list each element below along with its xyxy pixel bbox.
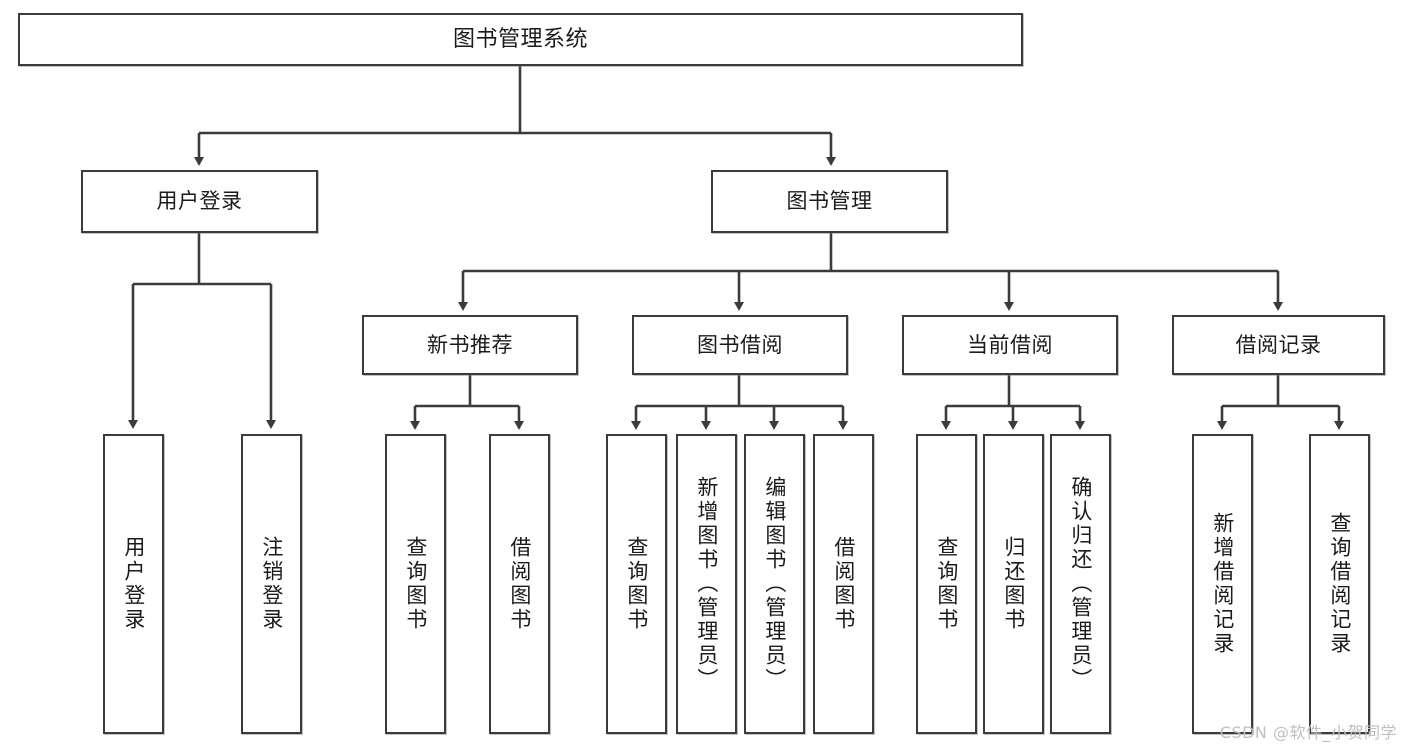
node-label: 图书管理: [786, 189, 873, 214]
node-label: 归还图书: [1001, 536, 1026, 632]
node-root-system[interactable]: 图书管理系统: [18, 13, 1023, 66]
node-label: 图书借阅: [697, 332, 783, 357]
node-label: 查询借阅记录: [1327, 512, 1352, 656]
node-label: 用户登录: [156, 189, 243, 214]
node-new-book-recommend[interactable]: 新书推荐: [362, 315, 578, 375]
leaf-current-borrow-return[interactable]: 归还图书: [983, 434, 1044, 734]
node-label: 新增图书（管理员）: [694, 476, 719, 692]
csdn-watermark: CSDN @软件_小贺同学: [1219, 723, 1397, 742]
leaf-borrow-record-query[interactable]: 查询借阅记录: [1309, 434, 1370, 734]
leaf-book-borrow-query[interactable]: 查询图书: [606, 434, 667, 734]
node-user-login[interactable]: 用户登录: [81, 170, 318, 233]
node-current-borrow[interactable]: 当前借阅: [902, 315, 1118, 375]
node-label: 借阅记录: [1235, 332, 1322, 357]
leaf-user-login-login[interactable]: 用户登录: [103, 434, 164, 734]
node-label: 新增借阅记录: [1210, 512, 1235, 656]
node-label: 用户登录: [121, 536, 146, 632]
node-label: 借阅图书: [507, 536, 532, 632]
leaf-current-borrow-query[interactable]: 查询图书: [916, 434, 977, 734]
leaf-book-borrow-edit[interactable]: 编辑图书（管理员）: [744, 434, 805, 734]
leaf-borrow-record-add[interactable]: 新增借阅记录: [1192, 434, 1253, 734]
node-borrow-record[interactable]: 借阅记录: [1172, 315, 1385, 375]
node-label: 借阅图书: [831, 536, 856, 632]
leaf-current-borrow-confirm-return[interactable]: 确认归还（管理员）: [1050, 434, 1111, 734]
node-label: 新书推荐: [427, 332, 513, 357]
node-label: 查询图书: [403, 536, 428, 632]
node-label: 注销登录: [259, 536, 284, 632]
node-label: 当前借阅: [967, 332, 1053, 357]
node-book-management[interactable]: 图书管理: [711, 170, 948, 233]
node-label: 图书管理系统: [452, 26, 588, 52]
leaf-book-borrow-add[interactable]: 新增图书（管理员）: [676, 434, 737, 734]
leaf-book-borrow-borrow[interactable]: 借阅图书: [813, 434, 874, 734]
leaf-new-book-borrow[interactable]: 借阅图书: [489, 434, 550, 734]
node-label: 编辑图书（管理员）: [762, 476, 787, 692]
node-label: 查询图书: [934, 536, 959, 632]
node-label: 查询图书: [624, 536, 649, 632]
node-book-borrow[interactable]: 图书借阅: [632, 315, 848, 375]
node-label: 确认归还（管理员）: [1068, 476, 1093, 692]
leaf-new-book-query[interactable]: 查询图书: [385, 434, 446, 734]
leaf-user-login-logout[interactable]: 注销登录: [241, 434, 302, 734]
